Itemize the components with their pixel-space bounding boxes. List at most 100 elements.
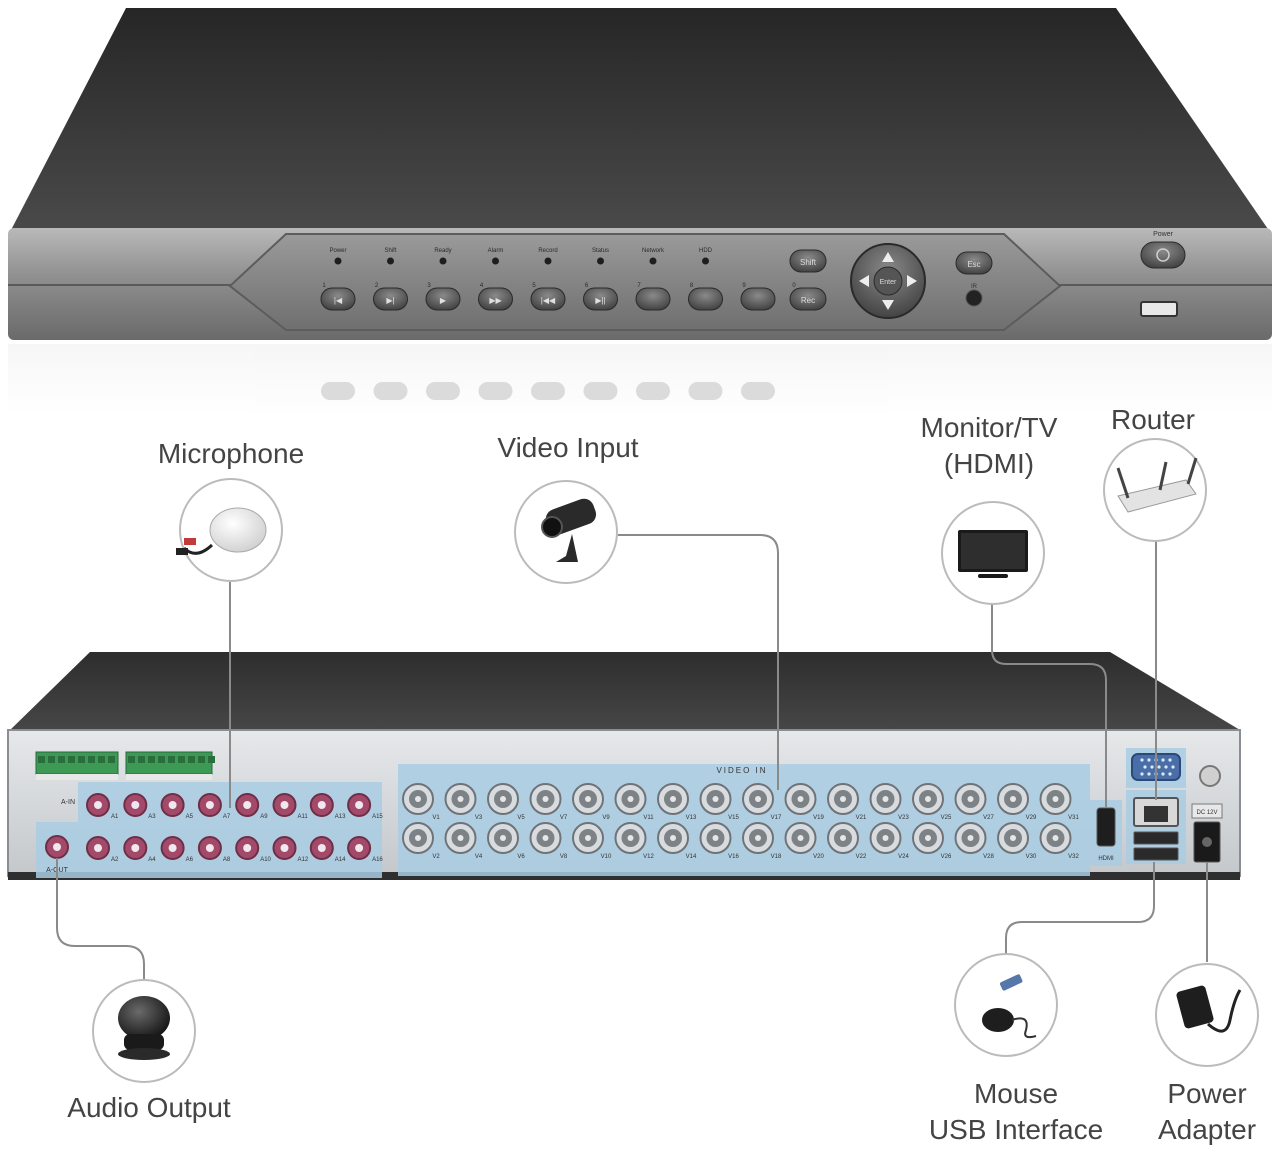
router-icon [1117,479,1197,513]
bnc-jack-label-v16: V16 [728,854,739,860]
video-in-label: VIDEO IN [716,766,767,775]
bnc-jack-pin [415,835,421,841]
bnc-jack-pin [585,796,591,802]
nav-right-arrow-icon[interactable] [907,275,917,287]
bnc-jack-pin [457,835,464,841]
speaker-base [124,1034,164,1050]
mouse-callout-circle [954,953,1058,1057]
esc-button-label: Esc [967,260,980,269]
bnc-jack-label-v30: V30 [1026,854,1037,860]
vga-pin [1140,772,1144,776]
bnc-jack-label-v21: V21 [856,815,867,821]
monitor-stand [978,574,1008,578]
microphone-icon [209,507,267,553]
front-button-4[interactable] [478,287,513,311]
bnc-jack-label-v13: V13 [686,815,697,821]
hdmi-port[interactable] [1096,807,1116,847]
reflection-button [741,382,775,400]
button-number-0: 0 [792,283,796,289]
vga-pin [1140,758,1144,762]
ir-receiver-icon [965,289,983,307]
front-button-5-icon: |◀◀ [541,296,556,305]
usb-port-1[interactable] [1133,831,1179,845]
nav-down-arrow-icon[interactable] [882,300,894,310]
bnc-jack-pin [1052,796,1059,802]
microphone-plug-red [184,538,196,545]
mouse-label: Mouse USB Interface [914,1076,1118,1148]
bnc-jack-pin [882,796,889,802]
shift-button[interactable] [789,249,827,273]
bnc-jack-label-v19: V19 [813,815,824,821]
esc-button[interactable] [955,251,993,275]
ir-label: IR [971,284,978,290]
bnc-jack-label-v2: V2 [432,854,440,860]
front-button-6[interactable] [583,287,618,311]
enter-button[interactable] [873,266,903,296]
power-button[interactable] [1140,241,1186,269]
front-button-1[interactable] [320,287,356,311]
bnc-jack-label-v29: V29 [1026,815,1037,821]
front-usb-port[interactable] [1140,301,1178,317]
power-adapter-callout [1155,963,1259,1067]
reflection-button [636,382,670,400]
alarm-terminal-blocks [35,751,215,780]
terminal-screw [128,756,135,763]
audio-jack-center [355,801,364,809]
audio-jack-label-a5: A5 [186,814,194,820]
monitor-line [991,604,1107,808]
front-button-7[interactable] [635,287,671,311]
front-button-2[interactable] [373,287,408,311]
vga-pin [1168,772,1172,776]
bnc-jack-label-v9: V9 [602,815,610,821]
nav-left-arrow-icon[interactable] [859,275,869,287]
rec-button[interactable] [789,287,827,311]
bnc-jack-pin [840,796,846,802]
terminal-screw [38,756,45,763]
front-button-5[interactable] [530,287,566,311]
bnc-jack-pin [1052,835,1059,841]
terminal-screw [88,756,95,763]
front-button-8[interactable] [688,287,723,311]
front-button-9[interactable] [740,287,776,311]
indicator-label-network: Network [642,248,665,254]
reflection-button [373,382,408,400]
front-button-3[interactable] [425,287,461,311]
audio-out-jack-center [53,843,61,851]
indicator-led-status [597,257,604,265]
audio-jack-center [317,844,326,852]
router-callout [1103,438,1207,542]
terminal-screw [78,756,85,763]
audio-jack-center [94,801,102,809]
power-adapter-label-line1: Power [1167,1078,1247,1109]
reflection-button [531,382,565,400]
bnc-jack-pin [627,835,634,841]
audio-jack-label-a9: A9 [260,814,268,820]
indicator-led-network [649,257,657,265]
monitor-label: Monitor/TV (HDMI) [889,410,1089,482]
audio-in-label: A-IN [61,799,75,806]
usb-port-2[interactable] [1133,847,1179,861]
audio-jack-label-a16: A16 [372,857,383,863]
nav-up-arrow-icon[interactable] [882,252,894,262]
audio-jack-center [205,844,214,852]
audio-jack-label-a8: A8 [223,857,231,863]
bnc-jack-label-v22: V22 [856,854,867,860]
reflection-button [583,382,618,400]
bnc-jack-pin [415,796,421,802]
monitor-callout [941,501,1045,605]
power-icon [1156,248,1170,262]
bnc-jack-label-v6: V6 [517,854,525,860]
audio-jack-label-a7: A7 [223,814,231,820]
power-adapter-cable [1207,989,1242,1033]
mouse-cable [1011,1017,1037,1039]
audio-jack-label-a10: A10 [260,857,271,863]
bnc-jack-label-v26: V26 [941,854,952,860]
router-label-text: Router [1110,404,1196,435]
bnc-jack-pin [457,796,464,802]
audio-jack-center [168,801,177,809]
camera-mount [556,534,578,562]
terminal-screw [188,756,195,763]
